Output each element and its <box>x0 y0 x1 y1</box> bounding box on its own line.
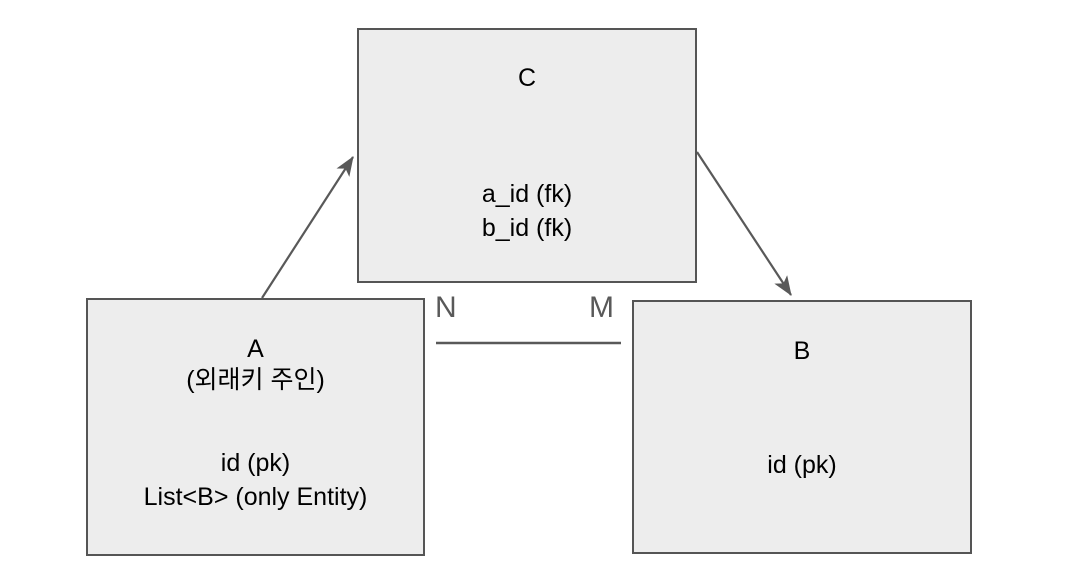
entity-field: id (pk) <box>767 451 837 479</box>
entity-title-c: C <box>517 64 537 92</box>
entity-field: a_id (fk) <box>481 180 573 208</box>
entity-field: b_id (fk) <box>481 214 573 242</box>
entity-title-b: B <box>793 337 811 365</box>
cardinality-label-m: M <box>589 291 614 324</box>
entity-box-a[interactable]: A (외래키 주인) id (pk) List<B> (only Entity) <box>86 298 425 556</box>
entity-field: List<B> (only Entity) <box>143 483 368 511</box>
entity-fields-c: a_id (fk) b_id (fk) <box>359 177 695 245</box>
entity-box-b[interactable]: B id (pk) <box>632 300 972 554</box>
entity-subtitle-a: (외래키 주인) <box>186 366 325 394</box>
entity-field: id (pk) <box>220 449 291 477</box>
entity-fields-a: id (pk) List<B> (only Entity) <box>88 446 423 514</box>
connector-a-to-c <box>261 156 354 299</box>
entity-fields-b: id (pk) <box>634 448 970 482</box>
cardinality-label-n: N <box>435 291 457 324</box>
entity-title-a: A <box>247 335 264 363</box>
connector-c-to-b <box>696 151 792 296</box>
entity-box-c[interactable]: C a_id (fk) b_id (fk) <box>357 28 697 283</box>
